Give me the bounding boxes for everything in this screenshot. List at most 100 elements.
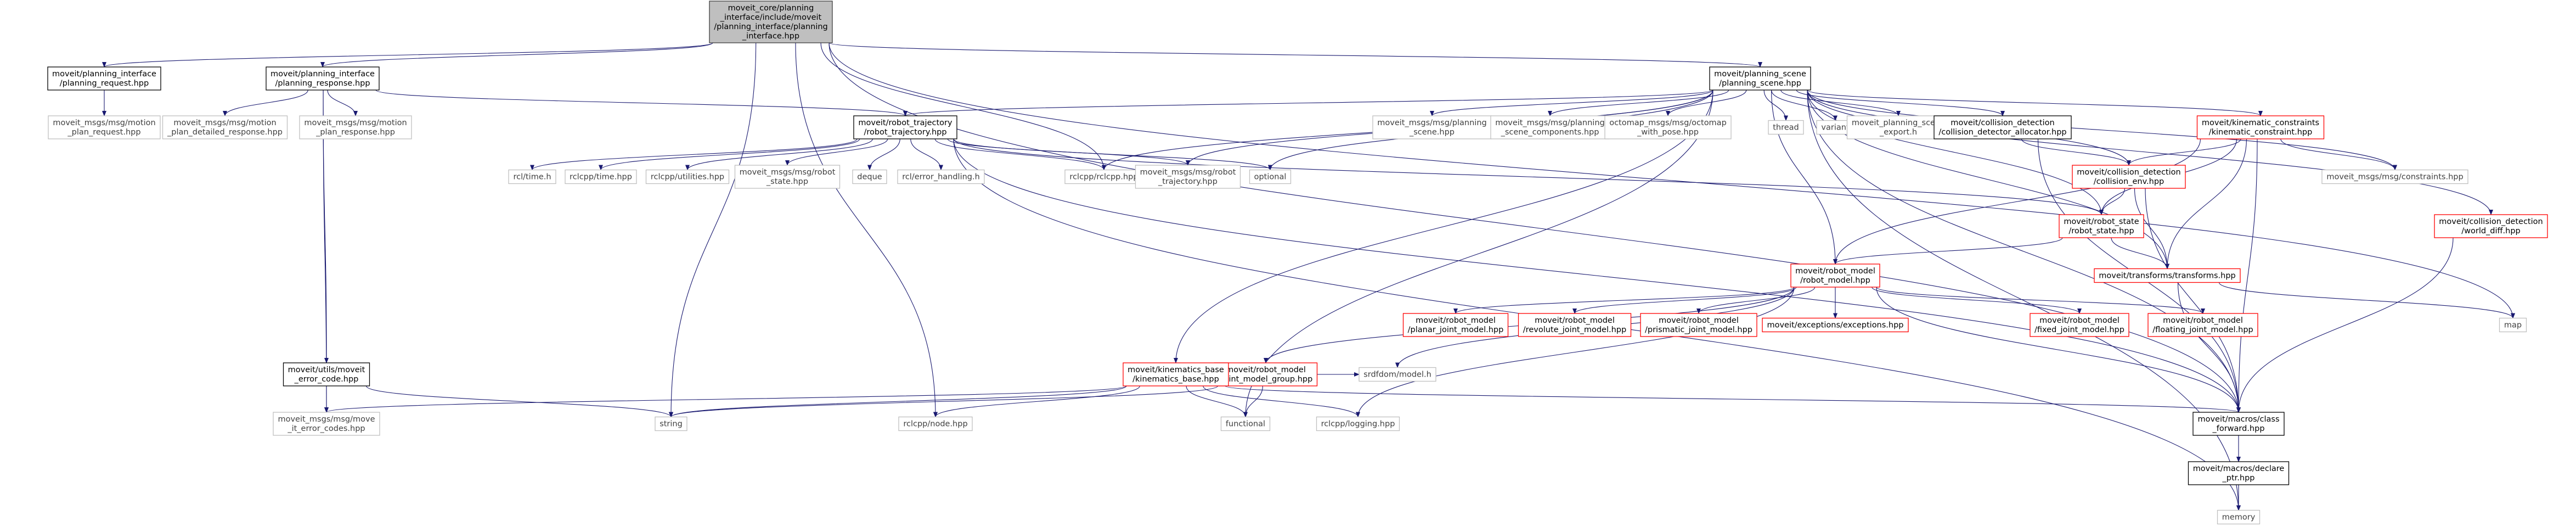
node-ps-msg[interactable]: moveit_msgs/msg/planning_scene.hpp — [1372, 115, 1492, 139]
node-label: _ptr.hpp — [2222, 474, 2255, 483]
edge-planning-scene-to-cd-allocator — [1796, 89, 2005, 116]
node-box — [1359, 367, 1436, 382]
node-move-it-error-codes[interactable]: moveit_msgs/msg/move_it_error_codes.hpp — [273, 412, 380, 436]
edge-planning-scene-to-robot-state — [1807, 89, 2104, 215]
edge-robot-trajectory-to-rtime — [530, 138, 858, 171]
node-robot-traj-msg[interactable]: moveit_msgs/msg/robot_trajectory.hpp — [1135, 165, 1241, 189]
node-label: moveit_msgs/msg/robot — [740, 168, 836, 177]
edge-root-to-mpi-response — [320, 42, 713, 68]
node-planning-scene[interactable]: moveit/planning_scene/planning_scene.hpp — [1709, 66, 1811, 91]
node-motion-plan-detailed[interactable]: moveit_msgs/msg/motion_plan_detailed_res… — [162, 115, 288, 139]
node-root[interactable]: moveit_core/planning_interface/include/m… — [709, 1, 833, 43]
edge-robot-state-to-transforms — [2111, 237, 2169, 270]
node-thread[interactable]: thread — [1768, 120, 1804, 135]
node-rclcpp-logging[interactable]: rclcpp/logging.hpp — [1316, 416, 1400, 431]
node-box — [1220, 416, 1271, 431]
node-exceptions[interactable]: moveit/exceptions/exceptions.hpp — [1762, 317, 1909, 333]
edge-robot-model-to-prismatic — [1696, 287, 1816, 314]
node-label: _error_code.hpp — [294, 375, 359, 384]
node-world-diff[interactable]: moveit/collision_detection/world_diff.hp… — [2434, 214, 2548, 238]
node-rclcpp-utilities[interactable]: rclcpp/utilities.hpp — [645, 169, 730, 184]
node-kinematic-constraint[interactable]: moveit/kinematic_constraints/kinematic_c… — [2196, 115, 2325, 139]
edge-collision-env-to-class-forward — [2145, 188, 2241, 413]
node-box — [1316, 416, 1400, 431]
node-rcl-error[interactable]: rcl/error_handling.h — [897, 169, 985, 184]
node-transforms[interactable]: moveit/transforms/transforms.hpp — [2094, 268, 2241, 283]
node-box — [645, 169, 730, 184]
node-label: /planning_response.hpp — [275, 79, 370, 88]
node-utils-error[interactable]: moveit/utils/moveit_error_code.hpp — [283, 362, 370, 386]
node-prismatic[interactable]: moveit/robot_model/prismatic_joint_model… — [1640, 313, 1757, 337]
node-label: _it_error_codes.hpp — [287, 424, 365, 433]
node-box — [898, 416, 973, 431]
node-robot-state[interactable]: moveit/robot_state/robot_state.hpp — [2059, 214, 2144, 238]
node-box — [2192, 412, 2285, 436]
node-box — [734, 165, 841, 189]
edge-robot-trajectory-to-rclcpp-time — [599, 138, 860, 171]
node-constraints-msg[interactable]: moveit_msgs/msg/constraints.hpp — [2321, 169, 2468, 184]
node-class-forward[interactable]: moveit/macros/class_forward.hpp — [2192, 412, 2285, 436]
edge-robot-trajectory-to-class-forward — [953, 138, 2241, 413]
node-box — [709, 1, 833, 43]
edge-root-to-planning-scene — [828, 42, 1762, 68]
node-collision-env[interactable]: moveit/collision_detection/collision_env… — [2072, 165, 2186, 189]
node-label: /fixed_joint_model.hpp — [2034, 326, 2124, 334]
node-robot-state-msg[interactable]: moveit_msgs/msg/robot_state.hpp — [734, 165, 841, 189]
node-declare-ptr[interactable]: moveit/macros/declare_ptr.hpp — [2188, 461, 2290, 485]
node-box — [1709, 66, 1811, 91]
node-floating[interactable]: moveit/robot_model/floating_joint_model.… — [2147, 313, 2258, 337]
node-label: moveit/robot_model — [2163, 316, 2243, 325]
node-ps-export[interactable]: moveit_planning_scene_export.h — [1846, 115, 1951, 139]
node-label: moveit_msgs/msg/motion — [304, 119, 407, 127]
node-string[interactable]: string — [655, 416, 687, 431]
node-label: moveit/planning_interface — [52, 70, 156, 79]
node-revolute[interactable]: moveit/robot_model/revolute_joint_model.… — [1518, 313, 1632, 337]
edge-root-to-string — [669, 42, 757, 418]
edge-planning-scene-to-world-diff — [1807, 89, 2493, 215]
node-memory[interactable]: memory — [2217, 509, 2261, 525]
node-kinematics-base[interactable]: moveit/kinematics_base/kinematics_base.h… — [1123, 362, 1229, 386]
node-ps-components[interactable]: moveit_msgs/msg/planning_scene_component… — [1490, 115, 1610, 139]
node-planar[interactable]: moveit/robot_model/planar_joint_model.hp… — [1402, 313, 1509, 337]
edge-jmg-to-functional — [1243, 385, 1263, 418]
node-cd-allocator[interactable]: moveit/collision_detection/collision_det… — [1934, 115, 2072, 139]
node-mpi-request[interactable]: moveit/planning_interface/planning_reque… — [47, 66, 161, 91]
node-label: moveit/planning_interface — [270, 70, 375, 79]
edge-planning-scene-to-ps-export — [1780, 89, 1901, 116]
edge-robot-model-to-revolute — [1572, 287, 1797, 314]
node-label: moveit/planning_scene — [1714, 70, 1806, 79]
node-box — [47, 66, 161, 91]
node-label: optional — [1254, 173, 1287, 182]
node-mpi-response[interactable]: moveit/planning_interface/planning_respo… — [266, 66, 380, 91]
node-label: rclcpp/utilities.hpp — [651, 173, 724, 182]
node-label: moveit/transforms/transforms.hpp — [2099, 272, 2235, 281]
node-label: moveit/robot_state — [2064, 217, 2139, 226]
node-label: _export.h — [1879, 128, 1917, 137]
node-motion-plan-response[interactable]: moveit_msgs/msg/motion_plan_response.hpp — [299, 115, 412, 139]
node-motion-plan-request[interactable]: moveit_msgs/msg/motion_plan_request.hpp — [48, 115, 161, 139]
node-jmg[interactable]: moveit/robot_model/joint_model_group.hpp — [1214, 362, 1318, 386]
node-robot-model[interactable]: moveit/robot_model/robot_model.hpp — [1790, 264, 1880, 288]
node-rtime[interactable]: rcl/time.h — [508, 169, 556, 184]
edge-planning-scene-to-memory — [1807, 89, 2241, 511]
edge-robot-model-to-planar — [1453, 287, 1795, 314]
edge-robot-trajectory-to-rclcpp-utilities — [685, 138, 873, 171]
node-deque[interactable]: deque — [852, 169, 887, 184]
edge-kinematics-base-to-move-it-error-codes — [324, 385, 1127, 413]
node-octomap[interactable]: octomap_msgs/msg/octomap_with_pose.hpp — [1604, 115, 1732, 139]
node-srdfdom[interactable]: srdfdom/model.h — [1359, 367, 1436, 382]
node-label: /revolute_joint_model.hpp — [1523, 326, 1626, 334]
node-rclcpp-node[interactable]: rclcpp/node.hpp — [898, 416, 973, 431]
node-label: moveit/robot_model — [1535, 316, 1615, 325]
node-optional[interactable]: optional — [1249, 169, 1292, 184]
node-rclcpp-hpp[interactable]: rclcpp/rclcpp.hpp — [1064, 169, 1143, 184]
node-fixed[interactable]: moveit/robot_model/fixed_joint_model.hpp — [2030, 313, 2129, 337]
node-map[interactable]: map — [2499, 317, 2527, 333]
node-label: /kinematic_constraint.hpp — [2209, 128, 2313, 137]
edge-planning-scene-to-robot-model — [1771, 89, 1837, 265]
node-label: moveit/utils/moveit — [288, 366, 365, 374]
node-rclcpp-time[interactable]: rclcpp/time.hpp — [565, 169, 637, 184]
node-label: _forward.hpp — [2212, 424, 2264, 433]
node-robot-trajectory[interactable]: moveit/robot_trajectory/robot_trajectory… — [853, 115, 957, 139]
node-functional[interactable]: functional — [1220, 416, 1271, 431]
